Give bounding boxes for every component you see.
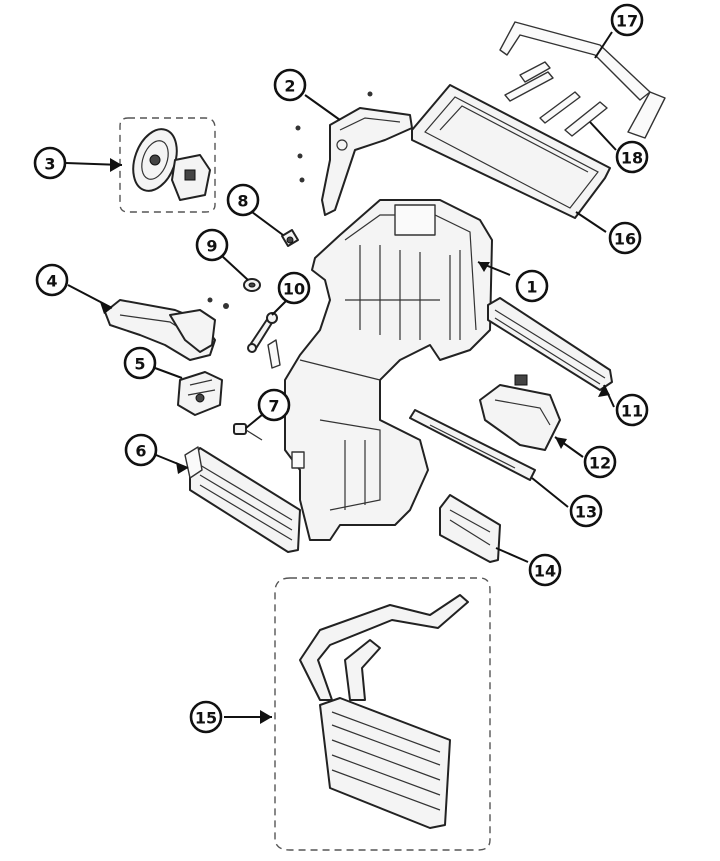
part-12-mode-actuator: [479, 374, 561, 451]
callout-4-label: 4: [46, 272, 57, 291]
callout-13-label: 13: [575, 503, 597, 522]
callout-3: 3: [33, 146, 67, 180]
part-9-grommet: [243, 278, 261, 292]
callout-5: 5: [123, 346, 157, 380]
callout-1: 1: [515, 269, 549, 303]
callout-6-label: 6: [135, 442, 146, 461]
part-6-evaporator: [184, 446, 301, 553]
callout-3-label: 3: [44, 155, 55, 174]
part-1-hvac-housing: [284, 199, 493, 541]
callout-13: 13: [569, 494, 603, 528]
part-15-heater-core-group: [274, 577, 491, 851]
callout-16-label: 16: [614, 230, 636, 249]
callout-5-label: 5: [134, 355, 145, 374]
part-7-small-actuator: [233, 423, 263, 441]
part-11-door-panel: [487, 297, 613, 391]
callout-10-label: 10: [283, 280, 305, 299]
callout-11-label: 11: [621, 402, 643, 421]
callout-18-label: 18: [621, 149, 643, 168]
part-8-fitting: [281, 229, 299, 247]
part-3-blower-motor-group: [119, 117, 216, 213]
callout-2-label: 2: [284, 77, 295, 96]
callout-1-label: 1: [526, 278, 537, 297]
callout-18: 18: [615, 140, 649, 174]
callout-9-label: 9: [206, 237, 217, 256]
part-16-filter-tray: [411, 84, 611, 219]
callout-8: 8: [226, 183, 260, 217]
callout-7-label: 7: [268, 397, 279, 416]
callout-17-label: 17: [616, 12, 638, 31]
callout-2: 2: [273, 68, 307, 102]
part-17-seal-frame: [499, 21, 666, 139]
callout-9: 9: [195, 228, 229, 262]
part-5-actuator: [177, 371, 223, 416]
callout-15-label: 15: [195, 709, 217, 728]
callout-15: 15: [189, 700, 223, 734]
callout-10: 10: [277, 271, 311, 305]
part-14-door-assembly: [439, 494, 501, 563]
callout-12-label: 12: [589, 454, 611, 473]
callout-16: 16: [608, 221, 642, 255]
part-4-blower-duct: [104, 297, 229, 361]
callout-17: 17: [610, 3, 644, 37]
callout-14-label: 14: [534, 562, 556, 581]
callout-12: 12: [583, 445, 617, 479]
part-2-mounting-bracket: [295, 91, 413, 216]
part-18-seal-strip: [539, 91, 608, 137]
callout-4: 4: [35, 263, 69, 297]
callout-11: 11: [615, 393, 649, 427]
callout-8-label: 8: [237, 192, 248, 211]
callout-7: 7: [257, 388, 291, 422]
part-13-shaft: [409, 409, 536, 481]
callout-6: 6: [124, 433, 158, 467]
leader-lines: [65, 31, 617, 724]
part-10-lever: [247, 312, 281, 369]
callout-14: 14: [528, 553, 562, 587]
